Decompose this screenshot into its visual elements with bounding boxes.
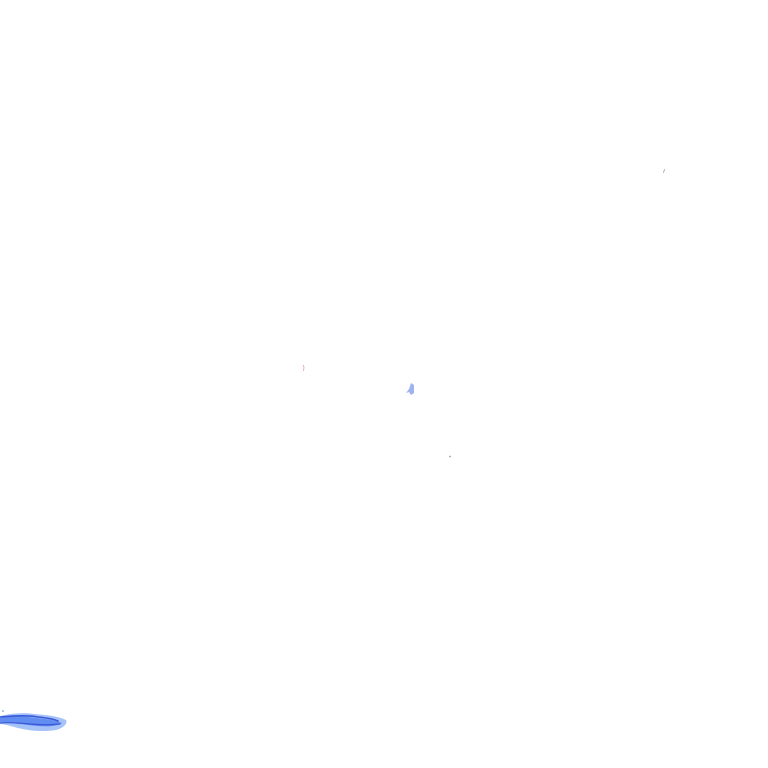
streak-fleck [2,710,4,712]
blue-brush-streak [0,710,67,732]
streak-line-upper [0,715,59,722]
speck-mark [663,169,665,173]
speck-blob-shape [406,383,414,395]
speck-blob [406,383,414,395]
streak-core [0,716,62,727]
speck-mark [302,365,305,371]
speck-line [663,169,665,173]
speck-dot [449,455,451,458]
streak-line-lower [0,721,61,726]
speck-line [302,365,305,371]
speck-mark [449,455,451,458]
